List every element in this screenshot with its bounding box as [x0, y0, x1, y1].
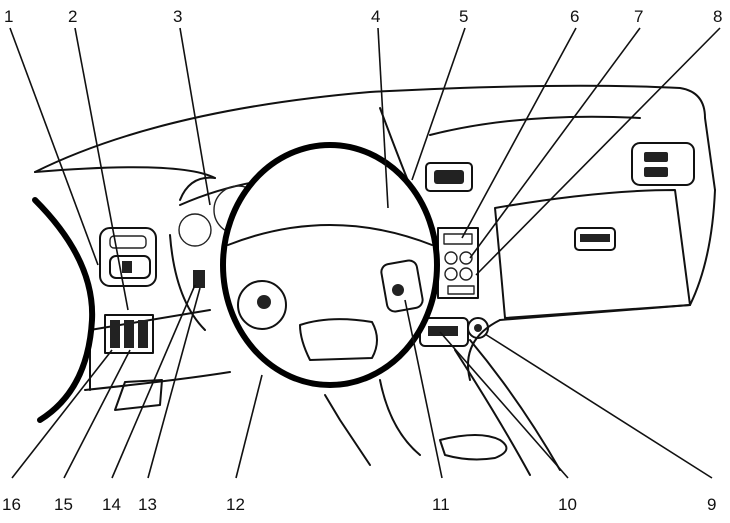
callout-4: 4: [371, 7, 380, 26]
callout-6: 6: [570, 7, 579, 26]
callout-11: 11: [432, 495, 450, 514]
callout-15: 15: [54, 495, 73, 514]
pedal-area: [324, 339, 561, 476]
callout-14: 14: [102, 495, 121, 514]
dashboard-outline: [34, 84, 716, 391]
callout-5: 5: [459, 7, 468, 26]
center-console: [437, 227, 479, 299]
callout-8: 8: [713, 7, 722, 26]
center-air-vent: [425, 162, 473, 192]
small-switch: [193, 270, 205, 288]
door-edge: [32, 197, 96, 423]
lower-left-panel: [114, 379, 163, 411]
right-air-vent: [631, 142, 695, 186]
callout-9: 9: [707, 495, 716, 514]
ignition-switch: [467, 317, 489, 339]
callout-12: 12: [226, 495, 245, 514]
callout-3: 3: [173, 7, 182, 26]
switch-bank: [104, 314, 154, 354]
callout-13: 13: [138, 495, 157, 514]
glovebox: [494, 189, 691, 319]
callout-numbers: 1 2 3 4 5 6 7 8 16 15 14 13 12 11 10 9: [2, 7, 722, 514]
callout-7: 7: [634, 7, 643, 26]
callout-16: 16: [2, 495, 21, 514]
steering-wheel: [220, 142, 440, 388]
callout-10: 10: [558, 495, 577, 514]
left-air-vent: [99, 227, 157, 287]
callout-2: 2: [68, 7, 77, 26]
callout-1: 1: [4, 7, 13, 26]
leader-lines: [9, 27, 721, 479]
